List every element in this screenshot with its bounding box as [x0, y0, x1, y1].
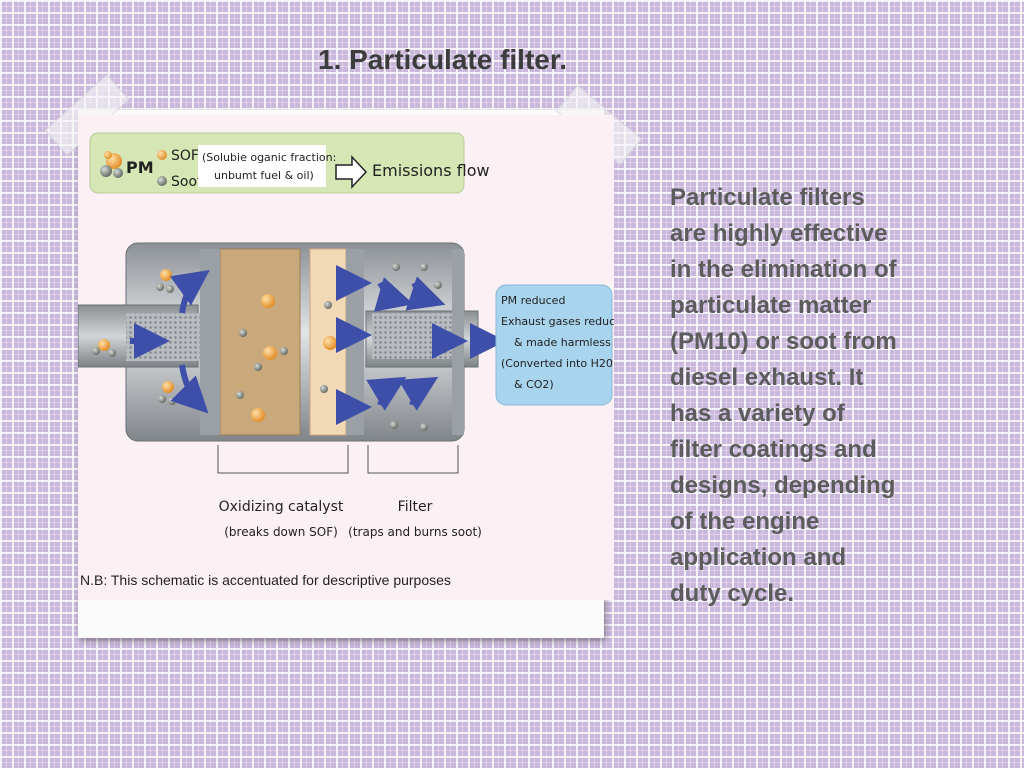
- emissions-flow-label: Emissions flow: [372, 161, 490, 180]
- body-line: of the engine: [670, 508, 820, 535]
- catalyst-label: Oxidizing catalyst: [219, 499, 344, 515]
- body-line: Particulate filters: [670, 184, 865, 211]
- oxidizing-catalyst-block: [219, 248, 301, 436]
- result-line2: Exhaust gases reduced: [501, 315, 614, 328]
- catalyst-sub-label: (breaks down SOF): [224, 525, 338, 539]
- body-line: has a variety of: [670, 400, 845, 427]
- body-line: are highly effective: [670, 220, 888, 247]
- pm-cluster-icon: [100, 151, 123, 178]
- sof-particle-icon: [157, 150, 167, 160]
- outlet-perforated-tube: [372, 313, 452, 359]
- catalyst-bracket: [217, 445, 349, 474]
- body-line: duty cycle.: [670, 580, 795, 607]
- body-line: particulate matter: [670, 292, 872, 319]
- emissions-flow-arrow-icon: [335, 155, 368, 189]
- pm-label: PM: [126, 158, 154, 177]
- sof-note-box: [198, 145, 326, 187]
- slide-title: 1. Particulate filter.: [318, 44, 567, 75]
- body-line: filter coatings and: [670, 436, 877, 463]
- soot-particle-icon: [157, 176, 167, 186]
- slide-body-text: Particulate filters are highly effective…: [670, 180, 970, 612]
- result-line5: & CO2): [514, 378, 554, 391]
- schematic-note: N.B: This schematic is accentuated for d…: [80, 572, 451, 588]
- sof-note-line1: (Solubie oganic fraction:: [202, 151, 336, 164]
- body-line: in the elimination of: [670, 256, 897, 283]
- housing-divider-front: [200, 249, 220, 435]
- result-box: [495, 284, 613, 406]
- filter-sub-label: (traps and burns soot): [348, 525, 482, 539]
- result-line4: (Converted into H20: [501, 357, 613, 370]
- body-line: diesel exhaust. It: [670, 364, 864, 391]
- body-line: (PM10) or soot from: [670, 328, 897, 355]
- soot-label: Soot: [171, 174, 203, 190]
- sof-note-line2: unbumt fuel & oil): [214, 169, 314, 182]
- inlet-perforated-tube: [126, 313, 201, 361]
- result-line1: PM reduced: [501, 294, 565, 307]
- body-line: application and: [670, 544, 847, 571]
- flow-arrows: [130, 265, 506, 425]
- filter-bracket: [367, 445, 459, 474]
- result-line3: & made harmless: [514, 336, 611, 349]
- body-line: designs, depending: [670, 472, 896, 499]
- filter-label: Filter: [398, 499, 433, 515]
- particulate-filter-diagram: PM SOF Soot (Solubie oganic fraction: un…: [78, 115, 614, 600]
- sof-label: SOF: [171, 148, 199, 164]
